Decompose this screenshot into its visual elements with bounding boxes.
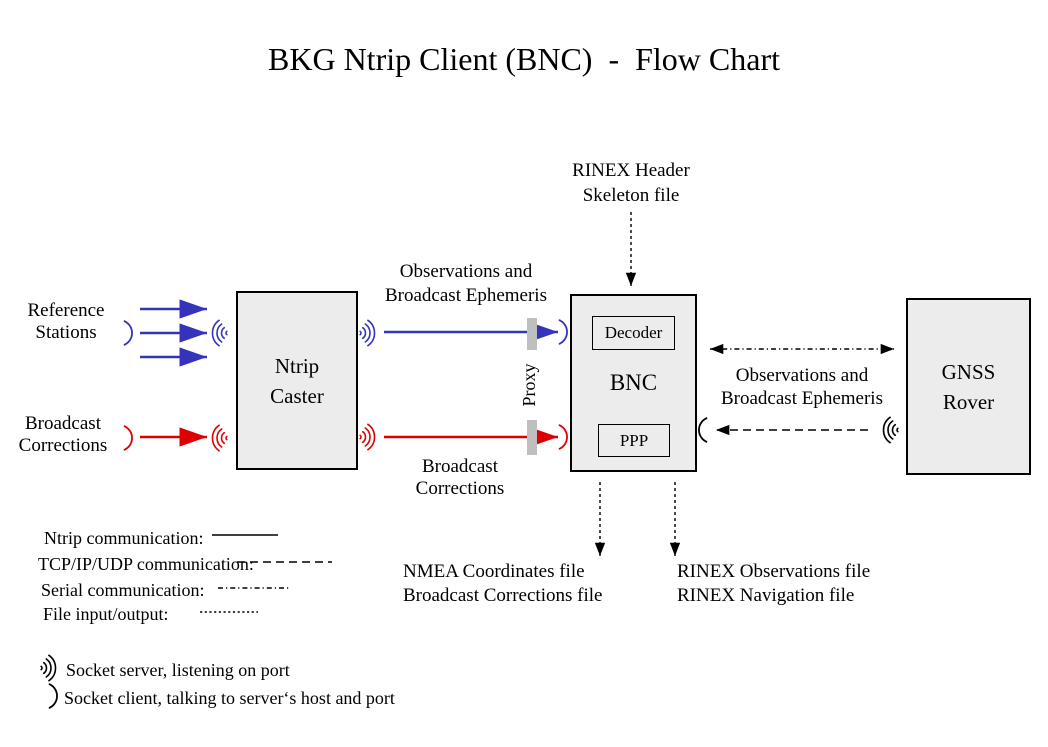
socket-client-icon bbox=[558, 319, 568, 345]
obs-ephemeris-right-label: Observations and Broadcast Ephemeris bbox=[717, 364, 887, 410]
gnss-rover-label: GNSS Rover bbox=[942, 357, 996, 417]
reference-stations-line1: Reference bbox=[27, 300, 105, 321]
obs-ephemeris-top-line1: Observations and bbox=[399, 261, 533, 282]
proxy-label: Proxy bbox=[519, 363, 539, 407]
gnss-rover-line1: GNSS bbox=[941, 359, 996, 384]
socket-client-icon bbox=[48, 683, 58, 709]
socket-server-icon bbox=[882, 416, 899, 444]
decoder-subnode: Decoder bbox=[592, 316, 675, 350]
socket-server-icon bbox=[211, 319, 228, 347]
rinex-output-label: RINEX Observations file RINEX Navigation… bbox=[677, 560, 917, 608]
ntrip-caster-label: Ntrip Caster bbox=[270, 351, 324, 411]
page-title: BKG Ntrip Client (BNC) - Flow Chart bbox=[268, 41, 780, 77]
legend-serial-label: Serial communication: bbox=[41, 580, 205, 600]
nmea-output-line2: Broadcast Corrections file bbox=[403, 585, 603, 606]
decoder-label: Decoder bbox=[604, 323, 663, 342]
rinex-header-skeleton-line1: RINEX Header bbox=[572, 160, 690, 181]
nmea-output-line1: NMEA Coordinates file bbox=[403, 561, 585, 582]
legend-tcpip-label: TCP/IP/UDP communication: bbox=[38, 554, 254, 574]
ntrip-caster-line2: Caster bbox=[270, 383, 324, 408]
rinex-header-skeleton-label: RINEX Header Skeleton file bbox=[531, 158, 731, 208]
legend-socket-client-label: Socket client, talking to server‘s host … bbox=[64, 688, 395, 708]
broadcast-corrections-left-label: Broadcast Corrections bbox=[0, 413, 126, 457]
bnc-label: BNC bbox=[609, 370, 658, 395]
broadcast-corrections-left-line2: Corrections bbox=[18, 435, 108, 456]
legend-socket-server-label: Socket server, listening on port bbox=[66, 660, 290, 680]
obs-ephemeris-right-line1: Observations and bbox=[735, 365, 869, 386]
socket-server-icon bbox=[40, 654, 57, 682]
obs-ephemeris-top-line2: Broadcast Ephemeris bbox=[385, 285, 547, 306]
socket-client-icon bbox=[558, 424, 568, 450]
socket-server-icon bbox=[211, 424, 228, 452]
gnss-rover-node: GNSS Rover bbox=[906, 298, 1031, 475]
legend-ntrip-label: Ntrip communication: bbox=[44, 528, 204, 548]
gnss-rover-line2: Rover bbox=[942, 389, 995, 414]
broadcast-corrections-left-line1: Broadcast bbox=[25, 413, 101, 434]
proxy-bar-top bbox=[527, 318, 537, 350]
legend-file-label: File input/output: bbox=[43, 604, 169, 624]
socket-server-icon bbox=[359, 319, 376, 347]
reference-stations-label: Reference Stations bbox=[6, 300, 126, 344]
ppp-label: PPP bbox=[619, 430, 649, 450]
ntrip-caster-node: Ntrip Caster bbox=[236, 291, 358, 470]
obs-ephemeris-right-line2: Broadcast Ephemeris bbox=[721, 388, 883, 409]
broadcast-corrections-mid-label: Broadcast Corrections bbox=[395, 456, 525, 500]
broadcast-corrections-mid-line1: Broadcast bbox=[422, 456, 498, 477]
proxy-bar-bottom bbox=[527, 420, 537, 455]
nmea-output-label: NMEA Coordinates file Broadcast Correcti… bbox=[403, 560, 643, 608]
socket-client-icon bbox=[698, 417, 708, 443]
ppp-subnode: PPP bbox=[598, 424, 670, 457]
ntrip-caster-line1: Ntrip bbox=[274, 353, 320, 378]
obs-ephemeris-top-label: Observations and Broadcast Ephemeris bbox=[381, 260, 551, 308]
socket-server-icon bbox=[359, 423, 376, 451]
broadcast-corrections-mid-line2: Corrections bbox=[415, 478, 505, 499]
rinex-output-line2: RINEX Navigation file bbox=[677, 585, 855, 606]
reference-stations-line2: Stations bbox=[35, 322, 97, 343]
rinex-output-line1: RINEX Observations file bbox=[677, 561, 871, 582]
rinex-header-skeleton-line2: Skeleton file bbox=[582, 185, 680, 206]
